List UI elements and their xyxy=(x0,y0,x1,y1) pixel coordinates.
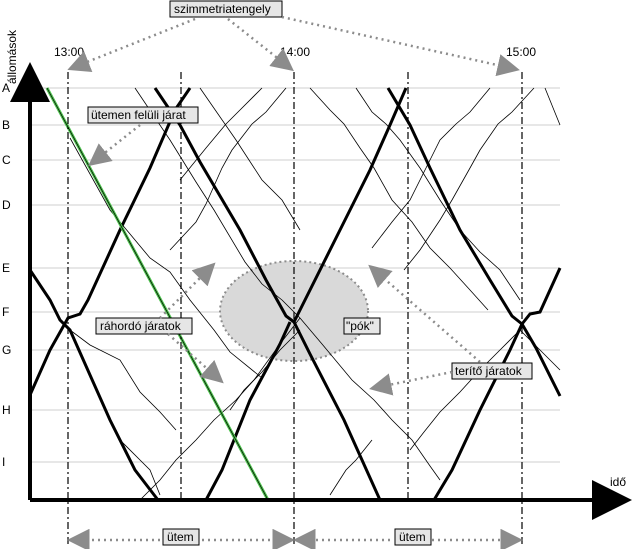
station-label-b: B xyxy=(2,118,10,132)
thick-line xyxy=(520,267,562,325)
station-label-a: A xyxy=(2,81,10,95)
feeder-label: ráhordó járatok xyxy=(100,319,182,333)
pulse-label: ütem xyxy=(399,530,426,544)
symmetry-axes xyxy=(67,72,523,545)
time-label: 13:00 xyxy=(54,45,84,59)
extra-service-arrow xyxy=(88,124,141,167)
station-label-i: I xyxy=(2,455,5,469)
station-labels: A B C D E F G H I xyxy=(2,81,11,469)
distributor-arrows xyxy=(368,264,481,396)
thin-line xyxy=(371,87,491,249)
x-axis-label: idő xyxy=(610,475,626,489)
thin-line xyxy=(139,317,301,501)
extra-service-label: ütemen felüli járat xyxy=(91,108,186,122)
thin-line xyxy=(419,167,521,301)
thin-line xyxy=(309,87,489,311)
title-text: szimmetriatengely xyxy=(174,2,271,16)
extra-service-core xyxy=(46,87,269,501)
thick-line xyxy=(204,321,292,501)
pulse-box xyxy=(162,528,200,546)
thin-line xyxy=(329,439,373,496)
thick-line xyxy=(386,87,523,326)
thin-line xyxy=(69,329,177,431)
pulse-box xyxy=(394,528,432,546)
thick-line xyxy=(292,87,408,323)
time-label: 15:00 xyxy=(506,45,536,59)
station-label-g: G xyxy=(2,343,11,357)
thin-line xyxy=(409,329,521,451)
thin-service-lines xyxy=(69,87,561,501)
spider-ellipse xyxy=(219,260,369,362)
thin-line xyxy=(544,87,561,126)
thin-line xyxy=(519,329,561,371)
thin-line xyxy=(69,137,263,379)
station-label-d: D xyxy=(2,198,11,212)
thick-line xyxy=(28,87,192,396)
title-arrows xyxy=(67,15,520,77)
distributor-box xyxy=(451,362,533,380)
thick-pulse-lines xyxy=(28,87,562,501)
thin-line xyxy=(134,87,301,319)
feeder-box xyxy=(95,317,193,335)
thick-line xyxy=(432,323,524,501)
thick-line xyxy=(292,321,382,501)
title-box xyxy=(169,0,283,18)
station-label-h: H xyxy=(2,403,11,417)
extra-service-box xyxy=(87,106,199,124)
thin-line xyxy=(179,87,263,181)
thick-line xyxy=(153,87,295,324)
pulse-label: ütem xyxy=(167,530,194,544)
thin-line xyxy=(229,329,301,411)
thick-line xyxy=(28,269,160,501)
thin-line xyxy=(299,317,441,481)
station-label-f: F xyxy=(2,305,9,319)
thin-line xyxy=(169,87,287,251)
station-label-c: C xyxy=(2,153,11,167)
spider-box xyxy=(343,317,381,335)
thin-line xyxy=(355,87,421,169)
distributor-label: terítő járatok xyxy=(455,364,523,378)
thin-line xyxy=(199,87,301,231)
station-label-e: E xyxy=(2,261,10,275)
thin-line xyxy=(403,87,535,271)
time-label: 14:00 xyxy=(280,45,310,59)
thin-line xyxy=(119,439,161,496)
feeder-arrows xyxy=(159,262,224,384)
thick-line xyxy=(520,323,562,397)
spider-label: "pók" xyxy=(346,319,374,333)
y-axis-label: állomások xyxy=(5,29,19,84)
